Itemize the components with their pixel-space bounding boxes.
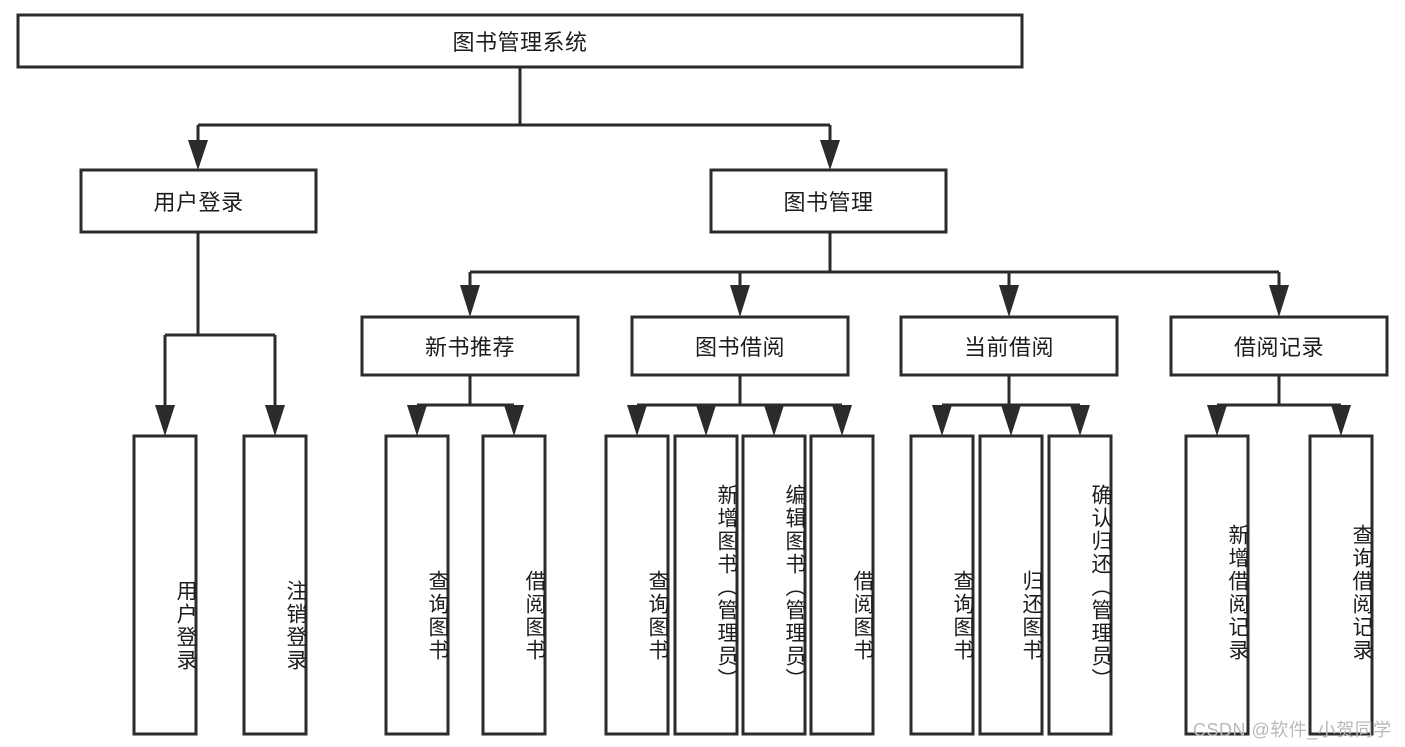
arrow-head-user-login	[188, 140, 208, 170]
node-box-borrow-record[interactable]	[1169, 315, 1389, 377]
arrow-head-leaf-br-add	[1207, 405, 1227, 436]
connectors-root-to-level2	[188, 67, 840, 170]
arrow-head-leaf-br-query	[1331, 405, 1351, 436]
connectors-book-borrow-to-leaves	[627, 375, 852, 436]
arrow-head-leaf-nb-query	[407, 405, 427, 436]
arrow-head-leaf-nb-borrow	[504, 405, 524, 436]
arrow-head-leaf-logout	[265, 405, 285, 436]
node-box-leaf-nb-borrow[interactable]	[481, 434, 547, 736]
arrow-head-book-borrow	[730, 285, 750, 317]
arrow-head-leaf-cb-return	[1001, 405, 1021, 436]
node-box-leaf-bb-edit[interactable]	[741, 434, 807, 736]
node-box-leaf-nb-query[interactable]	[384, 434, 450, 736]
node-box-new-book-recommend[interactable]	[360, 315, 580, 377]
node-box-leaf-bb-borrow[interactable]	[809, 434, 875, 736]
arrow-head-book-manage	[820, 140, 840, 170]
arrow-head-current-borrow	[999, 285, 1019, 317]
node-box-leaf-cb-query[interactable]	[909, 434, 975, 736]
node-box-leaf-user-login[interactable]	[132, 434, 198, 736]
arrow-head-leaf-bb-add	[696, 405, 716, 436]
node-box-leaf-cb-return[interactable]	[978, 434, 1044, 736]
node-box-leaf-bb-query[interactable]	[604, 434, 670, 736]
node-box-leaf-logout[interactable]	[242, 434, 308, 736]
node-box-leaf-br-query[interactable]	[1308, 434, 1374, 736]
node-box-book-manage[interactable]	[709, 168, 948, 234]
arrow-head-new-book-recommend	[460, 285, 480, 317]
node-box-leaf-br-add[interactable]	[1184, 434, 1250, 736]
arrow-head-leaf-bb-query	[627, 405, 647, 436]
node-box-user-login[interactable]	[79, 168, 318, 234]
node-box-current-borrow[interactable]	[899, 315, 1119, 377]
arrow-head-leaf-bb-borrow	[832, 405, 852, 436]
arrow-head-leaf-bb-edit	[764, 405, 784, 436]
connectors-book-manage-to-level3	[460, 232, 1289, 317]
node-box-leaf-cb-confirm[interactable]	[1047, 434, 1113, 736]
arrow-head-leaf-user-login	[155, 405, 175, 436]
node-box-book-borrow[interactable]	[630, 315, 850, 377]
connectors-user-login-to-leaves	[155, 232, 285, 436]
connectors-new-book-to-leaves	[407, 375, 524, 436]
node-box-root[interactable]	[16, 13, 1024, 69]
arrow-head-borrow-record	[1269, 285, 1289, 317]
connectors-borrow-record-to-leaves	[1207, 375, 1351, 436]
connectors-current-borrow-to-leaves	[932, 375, 1090, 436]
csdn-watermark: CSDN @软件_小贺同学	[1193, 720, 1392, 740]
node-box-leaf-bb-add[interactable]	[673, 434, 739, 736]
arrow-head-leaf-cb-query	[932, 405, 952, 436]
arrow-head-leaf-cb-confirm	[1070, 405, 1090, 436]
